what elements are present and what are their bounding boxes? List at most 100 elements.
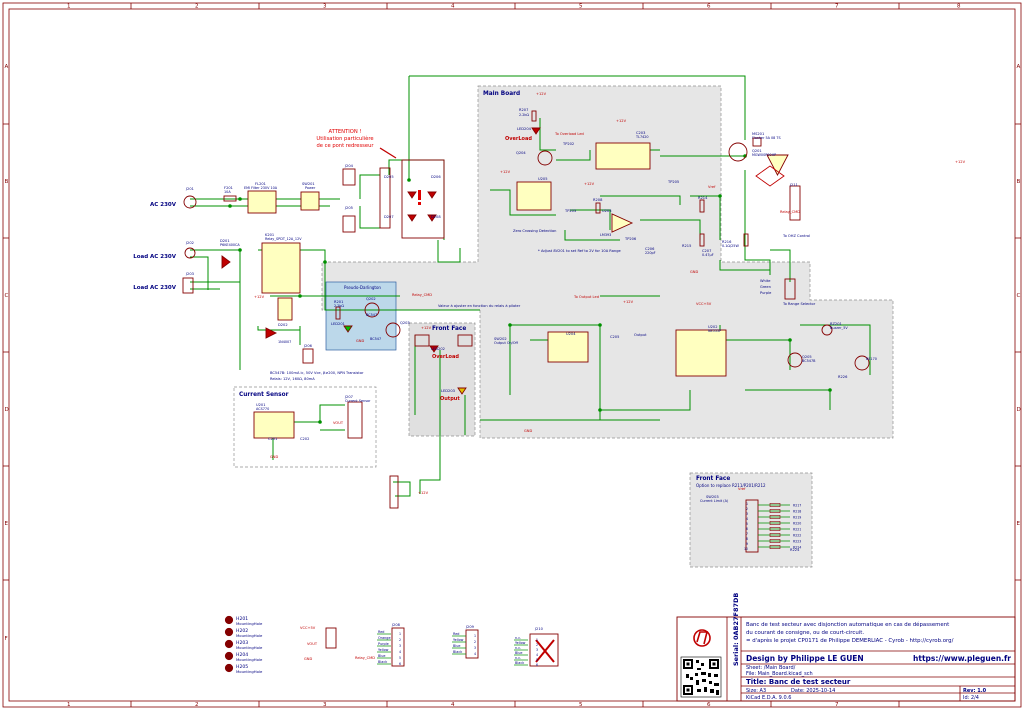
led-led201-icon <box>343 325 353 333</box>
value-ms201: Flasher 5A 08 TS <box>752 136 781 140</box>
row-label-b: B <box>5 179 9 185</box>
power-switch-sw201-icon <box>300 191 320 211</box>
range-position: 5 <box>746 522 748 526</box>
mounting-hole-ref: H204 <box>236 652 248 658</box>
value-u202: NE555P <box>708 329 721 333</box>
mounting-hole-ref: H201 <box>236 616 248 622</box>
diode-d207-icon <box>407 214 417 222</box>
load-connector-j203-icon <box>182 277 194 294</box>
col-label-4: 4 <box>451 4 455 10</box>
net-vout-2: VOUT <box>307 642 318 646</box>
ref-q203: Q203 <box>400 321 410 325</box>
warning-exclamation-icon <box>379 147 421 205</box>
row-label-d: D <box>5 407 9 413</box>
mounting-hole-ref: H205 <box>236 664 248 670</box>
j208-pin: 6 <box>399 662 401 666</box>
j208-pin: 2 <box>399 638 401 642</box>
range-position: 6 <box>746 527 748 531</box>
col-label-5: 5 <box>579 4 583 10</box>
j208-label: Blue <box>378 654 386 658</box>
qr-code-icon <box>680 656 722 698</box>
range-resistor-ref: R220 <box>793 521 801 525</box>
tb-file: File: Main_Board.kicad_sch <box>746 671 813 677</box>
timer-u202-icon <box>675 329 727 377</box>
port-load-2: Load AC 230V <box>133 285 177 291</box>
ref-d205: D205 <box>384 175 394 179</box>
range-resistor-icon <box>769 515 781 519</box>
ref-fl201: FL201 <box>255 182 266 186</box>
ref-r226: R226 <box>838 375 848 379</box>
net-relay-cmd-3: Relay_CMD <box>355 656 375 660</box>
j209-label: Black <box>453 650 462 654</box>
value-u201: ACS770 <box>256 407 269 411</box>
port-load-1: Load AC 230V <box>133 254 177 260</box>
ref-c205: C205 <box>610 335 619 339</box>
value-k201: Relay_SPDT_12A_12V <box>265 237 302 241</box>
j208-label: Purple <box>378 642 389 646</box>
led-led202-icon <box>429 345 439 353</box>
value-c203: TL7420 <box>635 135 649 139</box>
mosfet-q204-icon <box>537 150 553 166</box>
net-p12-9: +12V <box>955 160 966 164</box>
range-resistor-ref: R223 <box>793 539 801 543</box>
tb-id: Id: 2/4 <box>963 695 979 701</box>
attention-title: ATTENTION ! <box>329 129 362 135</box>
ref-r224: R224 <box>790 548 800 552</box>
ref-sw203: SW203 <box>706 495 719 499</box>
ref-c203: C203 <box>636 131 645 135</box>
note-output: Output <box>634 333 647 337</box>
j208-label: Orange <box>378 636 391 640</box>
tb-desc-3: = d'après le projet CP0171 de Philippe D… <box>746 637 954 644</box>
connector-j207-icon <box>347 401 363 439</box>
net-p12-6: +12V <box>418 491 429 495</box>
connector-j209-icon <box>465 629 479 659</box>
attention-line-2: Utilisation particulière <box>316 135 373 142</box>
j209-pin: 1 <box>474 634 476 638</box>
j209-pin: 2 <box>474 640 476 644</box>
range-rotary-switch-icon <box>745 499 759 553</box>
value-led203: Output <box>440 396 460 402</box>
range-resistor-ref: R224 <box>793 545 801 549</box>
connector-j212-icon <box>784 278 796 300</box>
ref-j206: J206 <box>303 344 313 348</box>
optocoupler-u205-icon <box>516 181 552 211</box>
net-relay-cmd-2: Relay_CMD <box>780 210 800 214</box>
j208-pin: 1 <box>399 632 401 636</box>
rectifier-bridge-icon <box>401 159 445 239</box>
note-relay: Valeur à ajuster en fonction du relais à… <box>438 304 521 308</box>
j209-label: Red <box>453 632 459 636</box>
note-to-ohz: To OHZ Control <box>782 234 810 238</box>
diode-d206-icon <box>427 191 437 199</box>
ref-d201: D201 <box>220 239 230 243</box>
value-r201: 2.2kΩ <box>334 304 344 308</box>
emi-filter-fl201-icon <box>247 190 277 214</box>
load-inlet-j202-icon <box>184 247 196 259</box>
tb-rev: Rev: 1.0 <box>963 688 987 694</box>
value-led202: OverLoad <box>432 354 459 360</box>
ref-c207: C207 <box>702 249 711 253</box>
col-label-2: 2 <box>195 4 199 10</box>
range-position: 10 <box>744 547 748 551</box>
transistor-q203-icon <box>385 322 401 338</box>
wire-green: Green <box>760 285 771 289</box>
tb-url: https://www.pleguen.fr <box>913 654 1011 663</box>
row-label-e: E <box>5 521 9 527</box>
value-sw203: Current Limit (A) <box>700 499 729 503</box>
j210-label: Blue <box>515 651 523 655</box>
col-label-6: 6 <box>707 4 711 10</box>
resistor-r216-icon <box>743 233 749 247</box>
col-label-3-bottom: 3 <box>323 702 327 708</box>
row-label-a: A <box>5 64 9 70</box>
col-label-4-bottom: 4 <box>451 702 455 708</box>
ref-k201: K201 <box>265 233 274 237</box>
attention-line-3: de ce pont redresseur <box>317 143 375 149</box>
buzzer-bz201-icon <box>821 324 833 336</box>
ref-c201: C201 <box>268 437 277 441</box>
range-position: 8 <box>746 537 748 541</box>
ref-j211: J211 <box>789 183 798 187</box>
range-position: 4 <box>746 517 748 521</box>
ref-tp206: TP206 <box>624 237 637 241</box>
j208-label: Yellow <box>378 648 389 652</box>
opto-u204-icon <box>547 331 589 363</box>
